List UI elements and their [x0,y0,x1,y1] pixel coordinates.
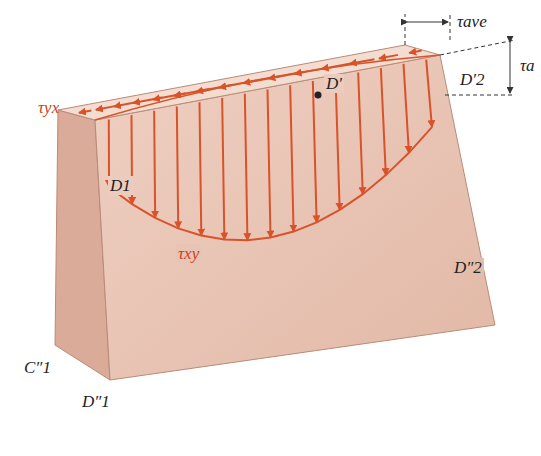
shear-arrow [154,111,155,218]
stress-envelope [95,55,440,120]
point-label: D″1 [80,392,112,411]
point-label: D1 [108,176,133,195]
point-label: D′ [324,74,344,93]
shear-arrow [199,102,201,235]
guide-line [440,40,515,55]
front-face [95,55,495,380]
shear-arrow [404,64,409,153]
point-label: C″1 [22,358,53,377]
shear-arrow [79,110,91,112]
shear-arrow [222,98,224,239]
guide-line [405,14,406,45]
dimension-line [510,42,511,93]
point-dot [315,92,322,99]
stress-label: τave [455,12,489,31]
point-label: D″2 [452,258,484,277]
shear-arrow [426,60,432,128]
shear-arrow [96,106,115,110]
stress-label: τyx [36,98,61,117]
point-label: D′2 [458,70,487,89]
shear-arrow [177,107,178,229]
guide-line [450,14,451,40]
dimension-line [407,22,448,23]
shear-arrow [245,94,248,240]
stress-envelope [109,127,432,240]
stress-label: τxy [176,244,201,263]
guide-line [445,95,515,96]
stress-label: τa [518,56,537,75]
shear-arrows [79,51,440,241]
shear-arrow [290,85,293,231]
shear-arrow [381,68,386,175]
shear-arrow [336,77,340,210]
shear-arrow [313,81,317,222]
shear-arrow [268,90,271,238]
shear-arrow [379,55,398,59]
shear-arrow [409,51,421,53]
shear-arrow [358,72,363,194]
